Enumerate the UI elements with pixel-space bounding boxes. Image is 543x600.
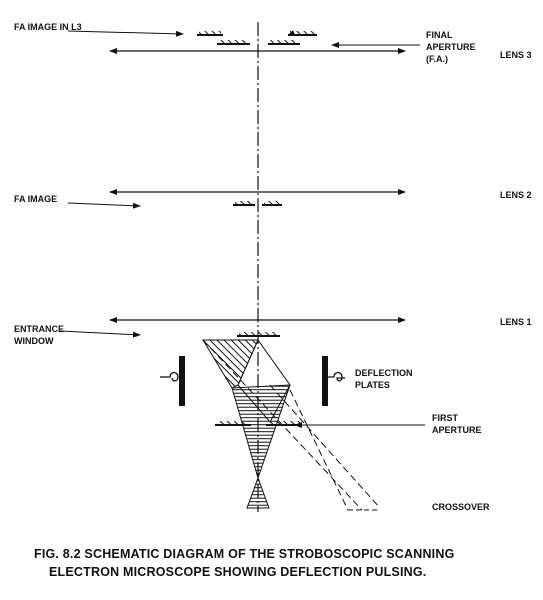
label-first-aperture-1: FIRST <box>432 413 459 423</box>
label-deflection-plates-2: PLATES <box>355 380 390 390</box>
deflection-lead-right <box>328 371 345 382</box>
fa-image-aperture <box>233 201 282 206</box>
label-entrance-window-2: WINDOW <box>14 336 54 346</box>
fa-image-in-l3-arrow <box>67 30 184 37</box>
label-final-aperture-1: FINAL <box>426 30 453 40</box>
label-deflection-plates-1: DEFLECTION <box>355 368 413 378</box>
label-final-aperture-3: (F.A.) <box>426 54 448 64</box>
label-fa-image-in-l3: FA IMAGE IN L3 <box>14 22 82 32</box>
final-aperture <box>217 40 300 45</box>
lens-2-group <box>67 189 406 209</box>
deflection-plate-left <box>179 356 185 406</box>
label-fa-image: FA IMAGE <box>14 194 57 204</box>
label-final-aperture-2: APERTURE <box>426 42 476 52</box>
beam-lower-cone <box>231 384 291 480</box>
figure-caption-line-1: FIG. 8.2 SCHEMATIC DIAGRAM OF THE STROBO… <box>34 547 455 561</box>
deflection-lead-left <box>160 371 179 382</box>
fa-image-aperture-upper <box>197 30 317 36</box>
deflected-ray-2 <box>269 384 381 509</box>
figure-caption-line-2: ELECTRON MICROSCOPE SHOWING DEFLECTION P… <box>49 565 426 579</box>
deflection-plates <box>160 356 345 406</box>
label-lens-2: LENS 2 <box>500 190 532 200</box>
beam-upper-cone <box>202 339 259 389</box>
lens-1-group <box>59 317 406 338</box>
label-crossover: CROSSOVER <box>432 502 490 512</box>
electron-beam <box>202 338 381 511</box>
deflected-ray-3 <box>289 389 349 511</box>
label-first-aperture-2: APERTURE <box>432 425 482 435</box>
first-aperture <box>215 421 425 428</box>
lens-3-group <box>67 30 420 54</box>
label-lens-3: LENS 3 <box>500 50 532 60</box>
fa-image-arrow <box>67 202 141 209</box>
crossover-diamond <box>246 476 270 509</box>
deflection-plate-right <box>322 356 328 406</box>
label-entrance-window-1: ENTRANCE <box>14 324 64 334</box>
entrance-window-arrow <box>59 330 141 338</box>
entrance-window-aperture <box>237 332 280 337</box>
label-lens-1: LENS 1 <box>500 317 532 327</box>
